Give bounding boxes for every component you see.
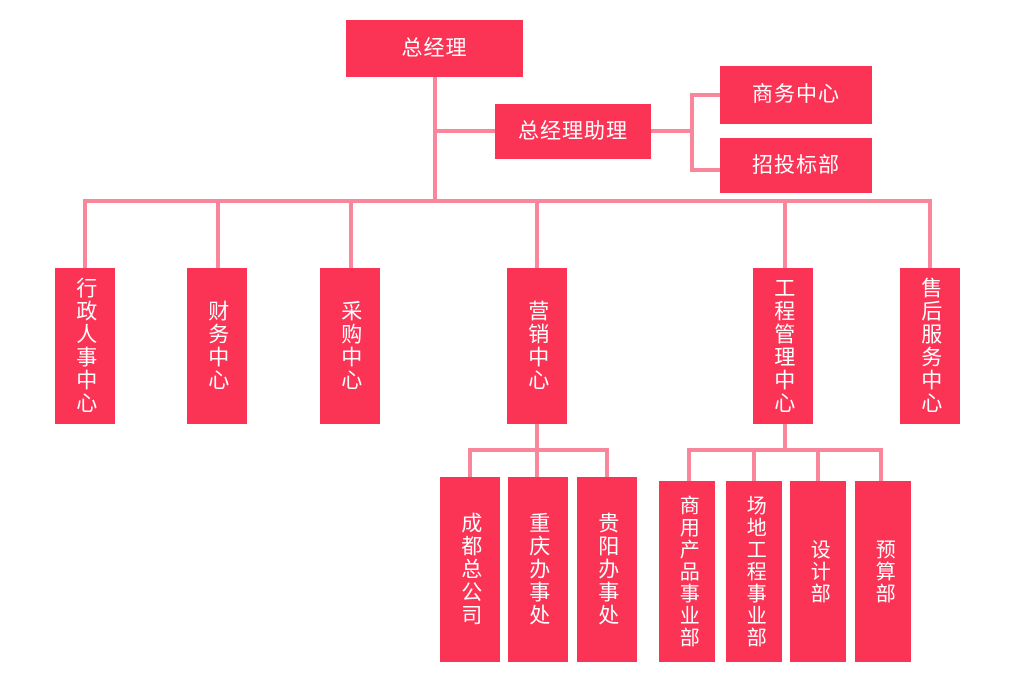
connector-drop-design <box>816 448 820 482</box>
node-business-center[interactable]: 商务中心 <box>720 66 872 124</box>
connector-assistant-stub <box>650 129 692 133</box>
node-design-dept[interactable]: 设计部 <box>790 481 846 662</box>
node-general-manager[interactable]: 总经理 <box>346 20 523 77</box>
node-chengdu-head-office[interactable]: 成都总公司 <box>440 477 500 662</box>
connector-to-business-center <box>690 93 722 97</box>
connector-drop-commercial-product <box>687 448 691 482</box>
node-after-sales-center[interactable]: 售后服务中心 <box>900 268 960 424</box>
node-budget-dept[interactable]: 预算部 <box>855 481 911 662</box>
node-site-engineering-div[interactable]: 场地工程事业部 <box>726 481 782 662</box>
connector-gm-trunk <box>433 76 437 203</box>
connector-drop-marketing <box>535 199 539 269</box>
node-gm-assistant[interactable]: 总经理助理 <box>495 104 651 159</box>
connector-assistant-riser <box>690 93 694 172</box>
connector-drop-engineering <box>783 199 787 269</box>
node-guiyang-office[interactable]: 贵阳办事处 <box>577 477 637 662</box>
node-admin-hr-center[interactable]: 行政人事中心 <box>55 268 115 424</box>
connector-drop-procurement <box>349 199 353 269</box>
connector-drop-budget <box>879 448 883 482</box>
connector-drop-admin-hr <box>83 199 87 269</box>
connector-to-bidding-dept <box>690 168 722 172</box>
connector-gm-to-assistant <box>433 129 497 133</box>
node-marketing-center[interactable]: 营销中心 <box>507 268 567 424</box>
connector-main-bus <box>85 199 932 203</box>
connector-drop-finance <box>216 199 220 269</box>
connector-marketing-bus <box>468 448 609 452</box>
connector-engineering-trunk <box>783 424 787 452</box>
node-finance-center[interactable]: 财务中心 <box>187 268 247 424</box>
connector-drop-guiyang <box>605 448 609 478</box>
connector-engineering-bus <box>687 448 883 452</box>
node-procurement-center[interactable]: 采购中心 <box>320 268 380 424</box>
node-commercial-product-div[interactable]: 商用产品事业部 <box>659 481 715 662</box>
connector-drop-after-sales <box>928 199 932 269</box>
node-chongqing-office[interactable]: 重庆办事处 <box>508 477 568 662</box>
connector-drop-site-engineering <box>752 448 756 482</box>
node-engineering-mgmt-center[interactable]: 工程管理中心 <box>753 268 813 424</box>
node-bidding-dept[interactable]: 招投标部 <box>720 138 872 193</box>
connector-drop-chengdu <box>468 448 472 478</box>
